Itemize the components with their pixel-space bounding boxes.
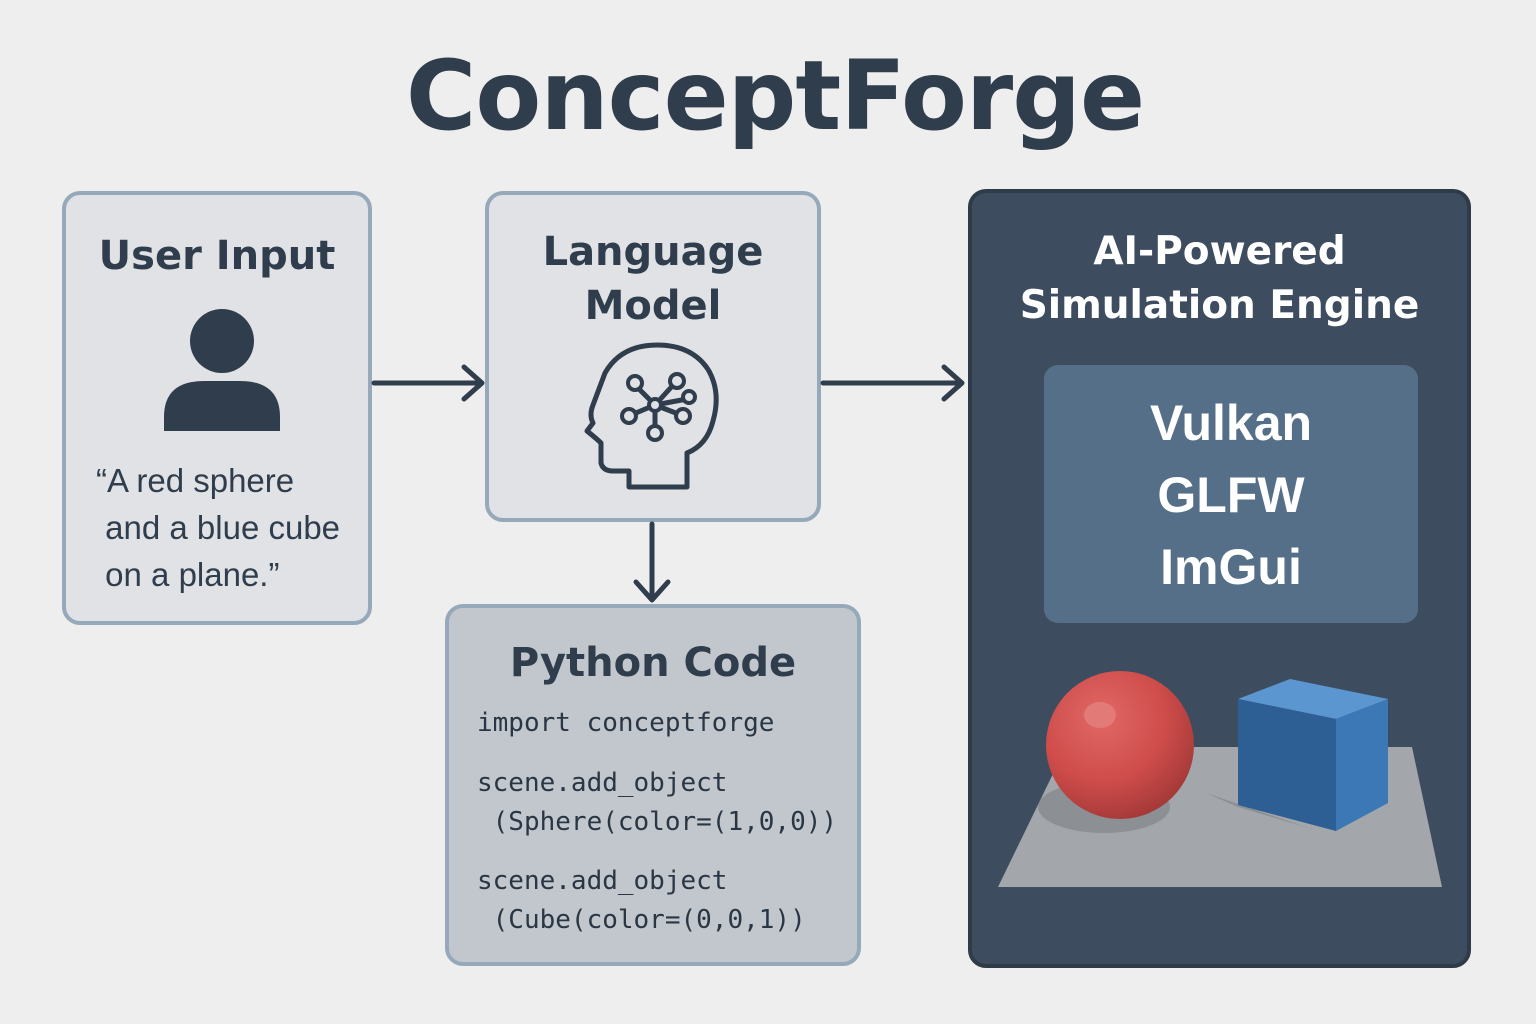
tech-stack-panel: Vulkan GLFW ImGui [1044, 365, 1418, 623]
code-line: scene.add_object (Sphere(color=(1,0,0)) [477, 768, 838, 837]
user-icon [164, 309, 280, 431]
arrow-right-icon [820, 364, 965, 402]
arrow-right-icon [371, 364, 485, 402]
user-input-box: User Input “A red sphere and a blue cube… [62, 191, 372, 625]
user-input-heading: User Input [98, 233, 336, 279]
python-code-box: Python Code import conceptforge scene.ad… [445, 604, 861, 966]
red-sphere [1046, 671, 1194, 819]
language-model-box: Language Model [485, 191, 821, 522]
user-prompt-quote: “A red sphere and a blue cube on a plane… [96, 462, 341, 593]
tech-item-vulkan: Vulkan [1149, 395, 1313, 451]
arrow-down-icon [633, 521, 671, 603]
brain-network-head-icon [584, 342, 719, 490]
tech-item-glfw: GLFW [1157, 467, 1305, 523]
cube-side [1336, 699, 1388, 831]
tech-item-imgui: ImGui [1160, 539, 1302, 595]
simulation-engine-box: AI-Powered Simulation Engine Vulkan GLFW… [968, 189, 1471, 968]
language-model-heading: Language Model [542, 229, 764, 329]
python-code-heading: Python Code [509, 640, 797, 686]
scene-illustration [998, 671, 1442, 887]
cube-top [1238, 679, 1388, 719]
code-line: scene.add_object (Cube(color=(0,0,1)) [477, 866, 806, 935]
simulation-engine-heading: AI-Powered Simulation Engine [1019, 229, 1420, 328]
cube-shadow [1206, 793, 1312, 829]
cube-front [1238, 699, 1336, 831]
page-title: ConceptForge [405, 40, 1145, 152]
code-line: import conceptforge [477, 708, 775, 738]
